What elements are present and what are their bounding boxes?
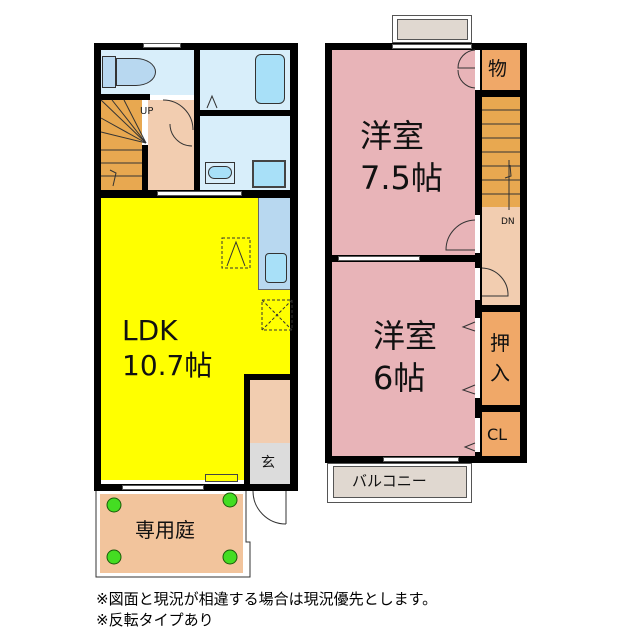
ldk-label: LDK	[122, 314, 178, 347]
window	[383, 457, 459, 462]
north-balcony-inner	[397, 19, 468, 40]
window	[143, 43, 181, 48]
storage-area	[482, 50, 520, 90]
room1-label: 洋室	[360, 117, 425, 155]
note-discrepancy: ※図面と現況が相違する場合は現況優先とします。	[96, 590, 438, 608]
door-opening	[475, 215, 480, 253]
wall	[325, 43, 332, 463]
door-opening	[475, 318, 480, 398]
door-opening	[475, 268, 480, 300]
wall	[475, 90, 527, 97]
window	[122, 485, 204, 490]
stairs-floor1	[100, 100, 142, 190]
wash-basin-bowl	[208, 166, 232, 179]
bathtub	[255, 54, 285, 104]
floor-vent	[205, 474, 238, 482]
garden-area	[100, 494, 243, 573]
cl-label: CL	[487, 425, 508, 444]
oshiire-label-2: 入	[490, 361, 510, 385]
sink	[265, 253, 287, 283]
window	[392, 44, 472, 49]
room1-size: 7.5帖	[360, 159, 443, 197]
room2-size: 6帖	[373, 359, 426, 397]
room2-area	[332, 262, 477, 457]
wall	[94, 94, 150, 100]
oshiire-label-1: 押	[490, 331, 510, 355]
entrance-label: 玄	[261, 455, 275, 471]
door-opening	[475, 50, 480, 90]
wall	[244, 374, 250, 484]
stairs-floor2	[482, 97, 520, 207]
door-opening	[475, 418, 480, 452]
storage-label: 物	[488, 58, 508, 80]
stairs-up-label: UP	[140, 106, 154, 117]
window	[157, 191, 242, 196]
shoe-closet	[250, 380, 290, 443]
wall	[290, 43, 298, 491]
garden-label: 専用庭	[135, 518, 195, 542]
note-reverse-type: ※反転タイプあり	[96, 611, 214, 629]
washing-machine	[252, 160, 286, 188]
wall	[475, 305, 527, 312]
wall	[94, 43, 101, 491]
south-balcony-inner	[333, 466, 467, 498]
wall	[475, 43, 482, 463]
cl-area	[482, 412, 520, 457]
balcony-label: バルコニー	[352, 472, 427, 490]
stairs-dn-label: DN	[501, 217, 515, 227]
washroom	[200, 50, 245, 110]
wall	[200, 110, 290, 116]
window	[338, 256, 420, 261]
entrance-area	[250, 443, 290, 485]
wall	[142, 145, 148, 193]
hall-floor1	[148, 100, 195, 190]
toilet-bowl	[116, 58, 156, 86]
ldk-size: 10.7帖	[122, 349, 213, 382]
wall	[194, 43, 200, 191]
wall	[244, 374, 298, 380]
toilet-tank	[102, 56, 116, 88]
oshiire-area	[482, 312, 520, 405]
wall	[475, 405, 527, 412]
room2-label: 洋室	[373, 317, 438, 355]
wall	[520, 43, 527, 463]
